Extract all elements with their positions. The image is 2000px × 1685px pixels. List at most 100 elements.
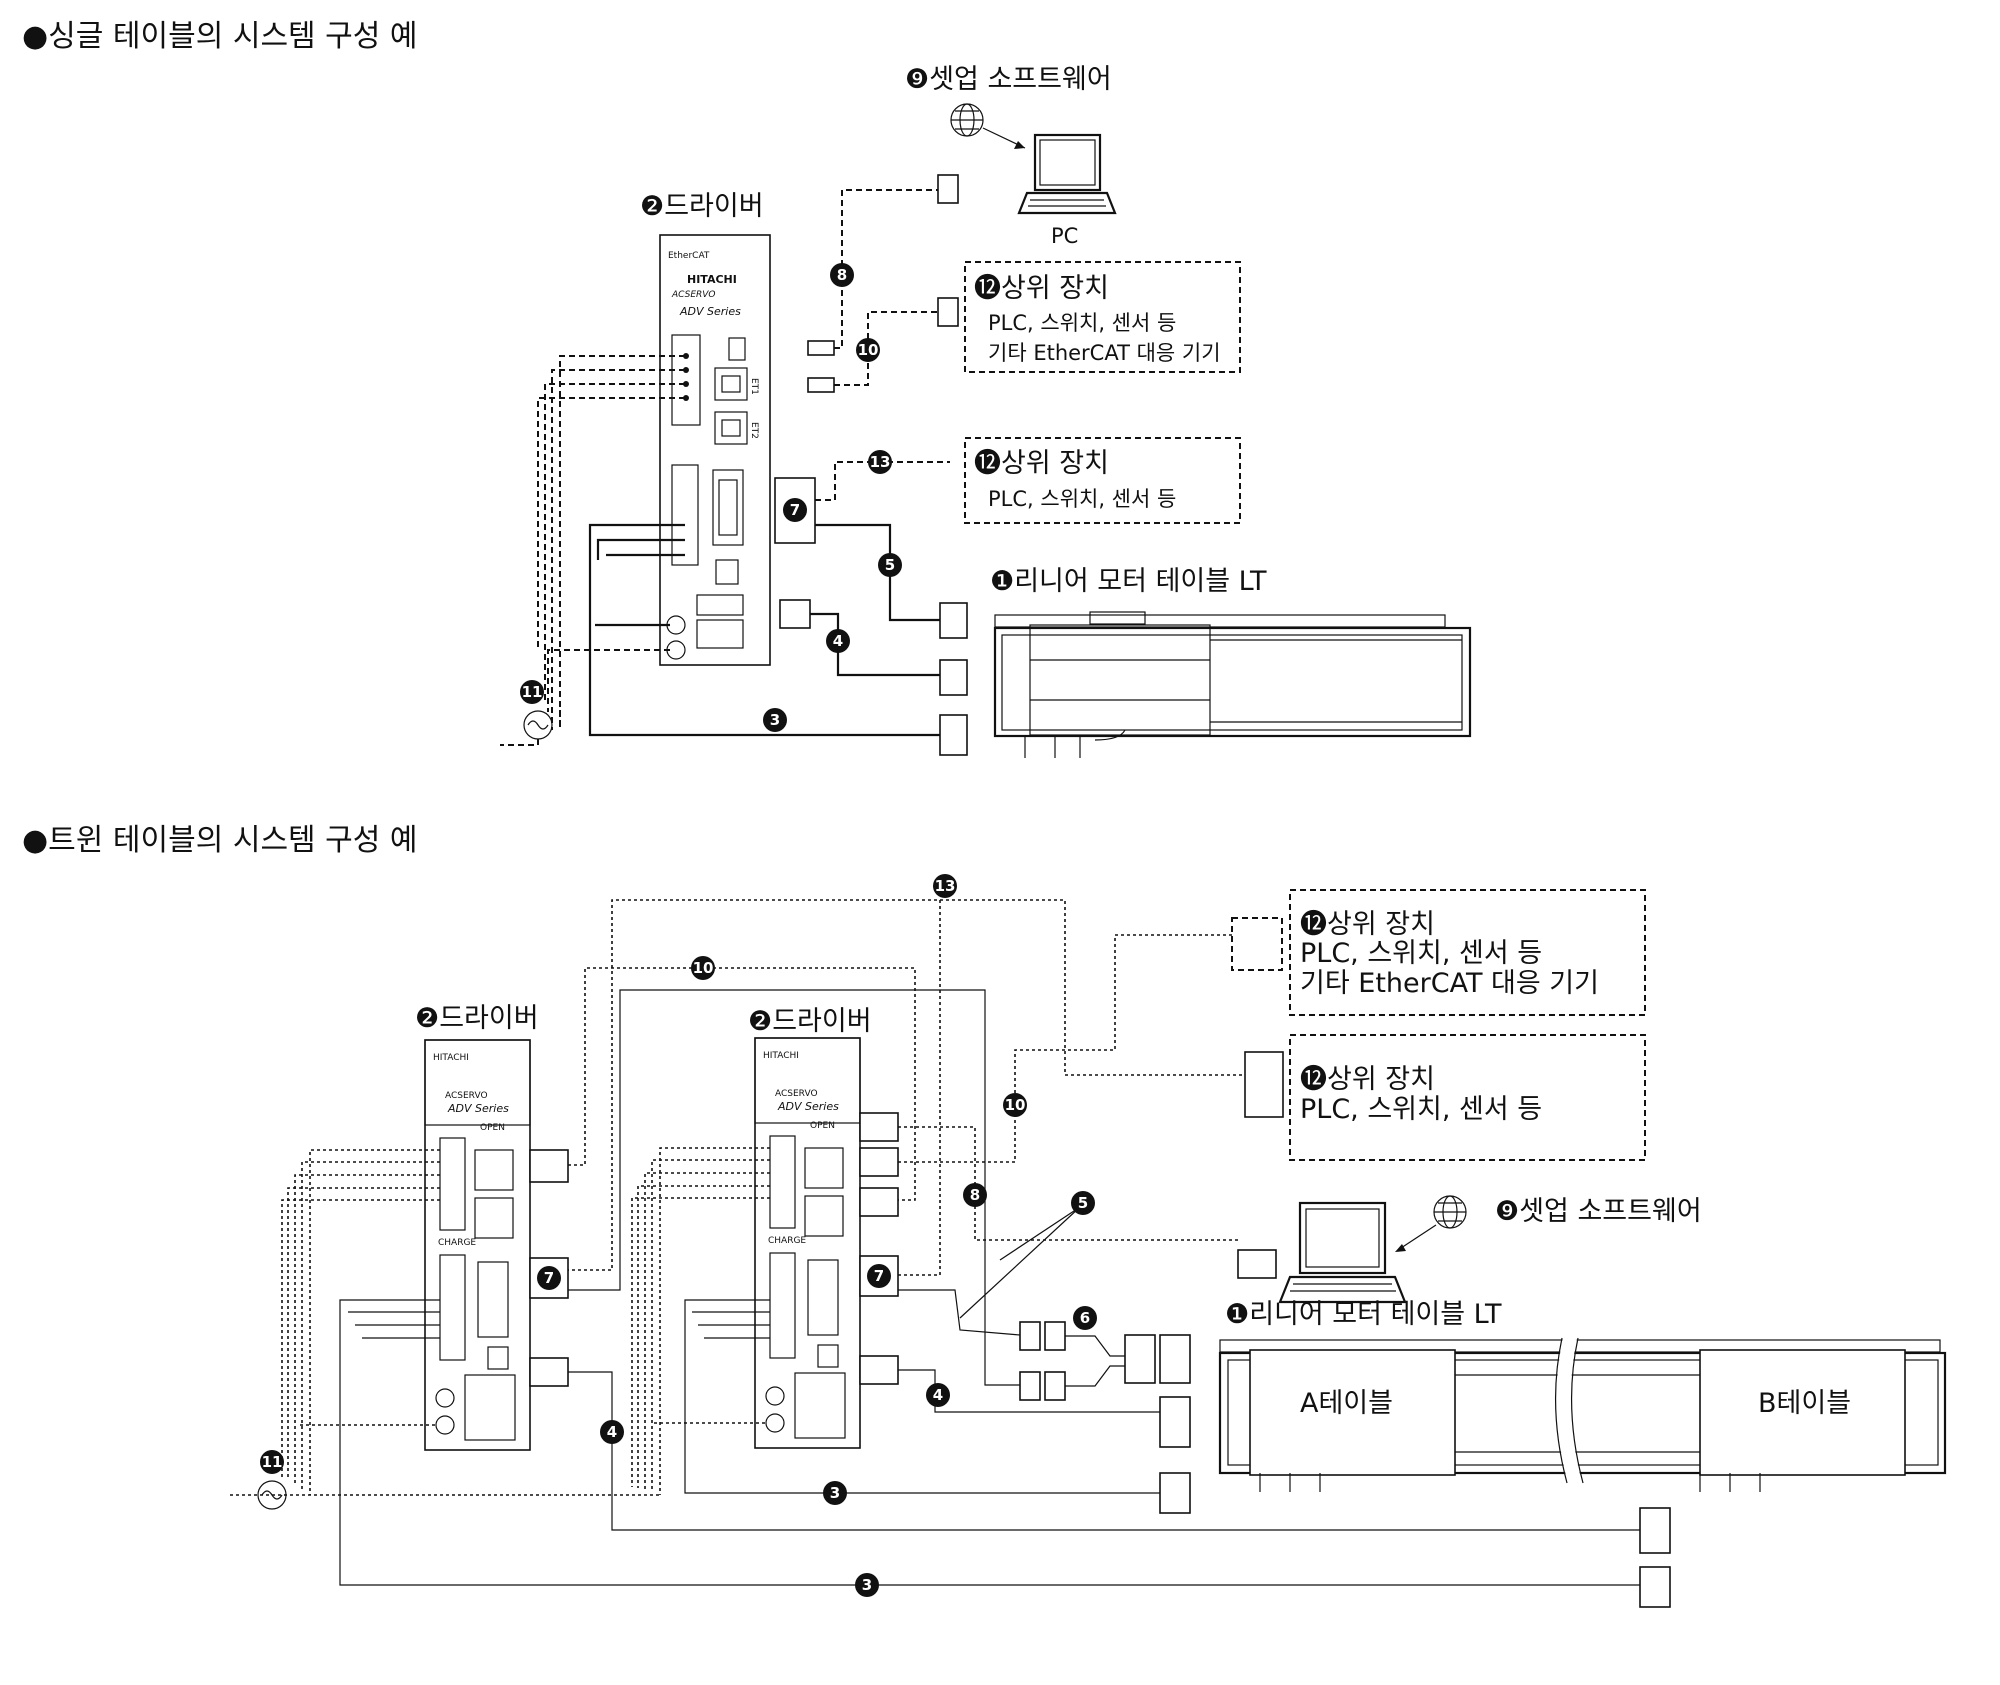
driver1-motor-cable — [339, 1299, 1640, 1586]
relay-wires — [1065, 1335, 1125, 1387]
callout-13 — [933, 874, 957, 898]
enc-port — [487, 1346, 509, 1370]
callout-7-text: 7 — [544, 1269, 554, 1287]
pc-plug — [807, 340, 835, 356]
driver2-et2-plug — [859, 1187, 899, 1217]
motor-cable — [588, 523, 940, 737]
driver1-encoder-cable — [568, 1371, 1640, 1531]
callout-3 — [855, 1573, 879, 1597]
motor-connector — [671, 464, 699, 566]
motor-connector — [769, 1252, 796, 1359]
driver2-power-wires — [631, 1147, 770, 1495]
driver1-io-plug-7 — [529, 1257, 569, 1299]
callout-13 — [868, 450, 892, 474]
enc2-port — [696, 594, 744, 616]
et2-port — [804, 1195, 844, 1237]
twin-upper1-plug — [1231, 917, 1283, 971]
encoder-end-a — [1159, 1396, 1191, 1448]
twin-upper2-line1: PLC, 스위치, 센서 등 — [1300, 1094, 1542, 1125]
relay-plug — [1044, 1371, 1066, 1401]
single-upper2-line1: PLC, 스위치, 센서 등 — [988, 487, 1176, 511]
relay-plug — [1044, 1321, 1066, 1351]
callout-3 — [763, 708, 787, 732]
driver-series-small: ADV Series — [777, 1100, 839, 1113]
callout-5 — [1071, 1191, 1095, 1215]
callout-11-text: 11 — [522, 683, 543, 701]
power-wires — [537, 355, 685, 730]
twin-linear-table — [1218, 1336, 1947, 1492]
ground-screw-icon — [765, 1386, 785, 1406]
callout-4 — [926, 1383, 950, 1407]
twin-driver1-label: ❷드라이버 — [415, 1003, 539, 1034]
motor-end-a — [1159, 1472, 1191, 1514]
twin-upper1-line1: PLC, 스위치, 센서 등 — [1300, 938, 1542, 969]
twin-setup-label: ❾셋업 소프트웨어 — [1495, 1196, 1702, 1227]
break-mark — [1556, 1336, 1582, 1485]
motor-connector-end — [939, 714, 968, 756]
callout-3-text: 3 — [770, 711, 780, 729]
single-upper-device-1 — [964, 261, 1241, 373]
twin-table-label: ❶리니어 모터 테이블 LT — [1225, 1299, 1502, 1330]
power-connector — [439, 1137, 466, 1231]
twin-upper2-plug — [1244, 1051, 1284, 1118]
et1-port — [474, 1149, 514, 1191]
enc2-port — [464, 1374, 516, 1441]
ac-input-wire — [500, 739, 539, 746]
globe-arrow — [1397, 1224, 1437, 1251]
globe-icon — [1433, 1195, 1467, 1229]
arrowhead-icon — [1395, 1244, 1406, 1252]
callout-8-text: 8 — [970, 1186, 980, 1204]
ground-screw-icon — [765, 1413, 785, 1433]
enc-plug — [779, 599, 811, 629]
io-port — [807, 1259, 839, 1336]
driver1-et-plug — [529, 1149, 569, 1183]
et2-text: ET2 — [749, 422, 759, 439]
single-section-title: ●싱글 테이블의 시스템 구성 예 — [22, 19, 418, 54]
callout-7 — [783, 498, 807, 522]
callout-10 — [691, 956, 715, 980]
io-port — [712, 469, 744, 546]
callout-8 — [830, 263, 854, 287]
callout-4-text: 4 — [607, 1423, 617, 1441]
callout-7-text: 7 — [790, 501, 800, 519]
power-connector — [769, 1135, 796, 1229]
charge-label: CHARGE — [438, 1238, 476, 1248]
encoder-end-b — [1639, 1507, 1671, 1554]
callout-11-text: 11 — [262, 1453, 283, 1471]
single-setup-label: ❾셋업 소프트웨어 — [905, 64, 1112, 95]
ground-wires — [300, 1422, 765, 1426]
et2-port — [474, 1197, 514, 1239]
callout-5-text: 5 — [1078, 1194, 1088, 1212]
twin-driver-2: HITACHI ACSERVO ADV Series OPEN CHARGE — [754, 1037, 861, 1449]
globe-icon — [950, 103, 984, 137]
enc2-port — [794, 1372, 846, 1439]
driver-brand-small: HITACHI — [763, 1051, 799, 1061]
motor-end-b — [1639, 1566, 1671, 1608]
relay-block — [1159, 1334, 1191, 1384]
callout-3-text: 3 — [862, 1576, 872, 1594]
io-upper-cable — [568, 899, 1245, 1276]
ethercat-chain-cable — [568, 967, 916, 1201]
twin-upper1-title: ⓬상위 장치 — [1300, 909, 1435, 940]
single-upper1-line2: 기타 EtherCAT 대응 기기 — [988, 341, 1221, 365]
pc-port — [728, 337, 746, 361]
callout-10 — [856, 338, 880, 362]
enc1-port — [715, 559, 739, 585]
single-upper2-title: ⓬상위 장치 — [974, 448, 1109, 479]
ground-wire — [547, 649, 670, 728]
callout-3 — [823, 1481, 847, 1505]
callout-13-text: 13 — [870, 453, 891, 471]
single-driver-label: ❷드라이버 — [640, 191, 764, 222]
et2-port — [714, 411, 748, 445]
twin-driver-1: HITACHI ACSERVO ADV Series OPEN CHARGE — [424, 1039, 531, 1451]
table-b-label: B테이블 — [1758, 1388, 1851, 1419]
ethercat-cable-end — [937, 297, 959, 327]
callout-5-text: 5 — [885, 556, 895, 574]
pc-cable — [834, 189, 938, 349]
et1-plug — [807, 377, 835, 393]
callout-4 — [826, 629, 850, 653]
driver2-et1-plug — [859, 1147, 899, 1177]
driver-brand: HITACHI — [687, 273, 737, 286]
callout-4-text: 4 — [933, 1386, 943, 1404]
encoder-connector-end — [939, 659, 968, 696]
